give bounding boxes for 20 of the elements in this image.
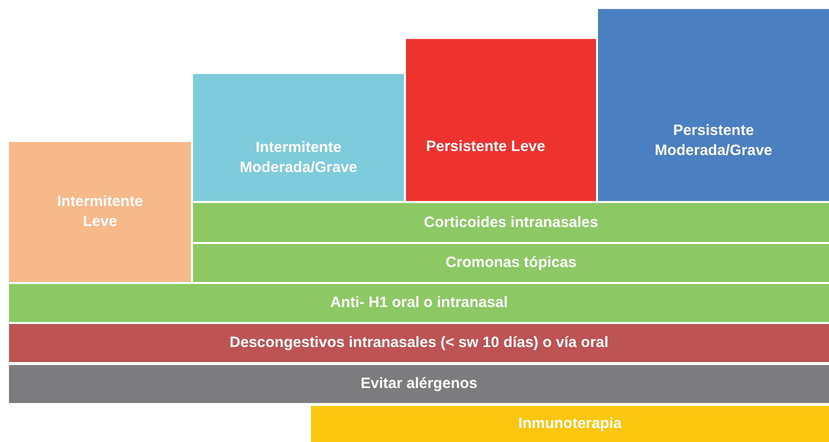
box-label: Inmunoterapia xyxy=(518,414,622,434)
intensity-box xyxy=(9,142,191,282)
intensity-box xyxy=(193,74,404,201)
intensity-box xyxy=(406,39,596,201)
box-label: Corticoides intranasales xyxy=(424,212,598,232)
box-label: Intermitente Leve xyxy=(56,192,144,232)
box-label: Evitar alérgenos xyxy=(360,374,478,394)
box-label: Persistente Leve xyxy=(426,137,546,157)
treatment-bar xyxy=(311,406,829,442)
box-label: Persistente Moderada/Grave xyxy=(654,120,774,160)
treatment-bar xyxy=(193,244,829,282)
box-label: Descongestivos intranasales (< sw 10 días) o vía oral xyxy=(230,333,608,353)
box-label: Cromonas tópicas xyxy=(446,253,576,273)
treatment-bar xyxy=(9,365,829,403)
box-label: Anti- H1 oral o intranasal xyxy=(330,293,508,313)
treatment-bar xyxy=(9,284,829,322)
treatment-bar xyxy=(193,203,829,242)
box-label: Intermitente Moderada/Grave xyxy=(238,138,358,178)
intensity-box xyxy=(598,9,829,201)
treatment-bar xyxy=(9,324,829,362)
